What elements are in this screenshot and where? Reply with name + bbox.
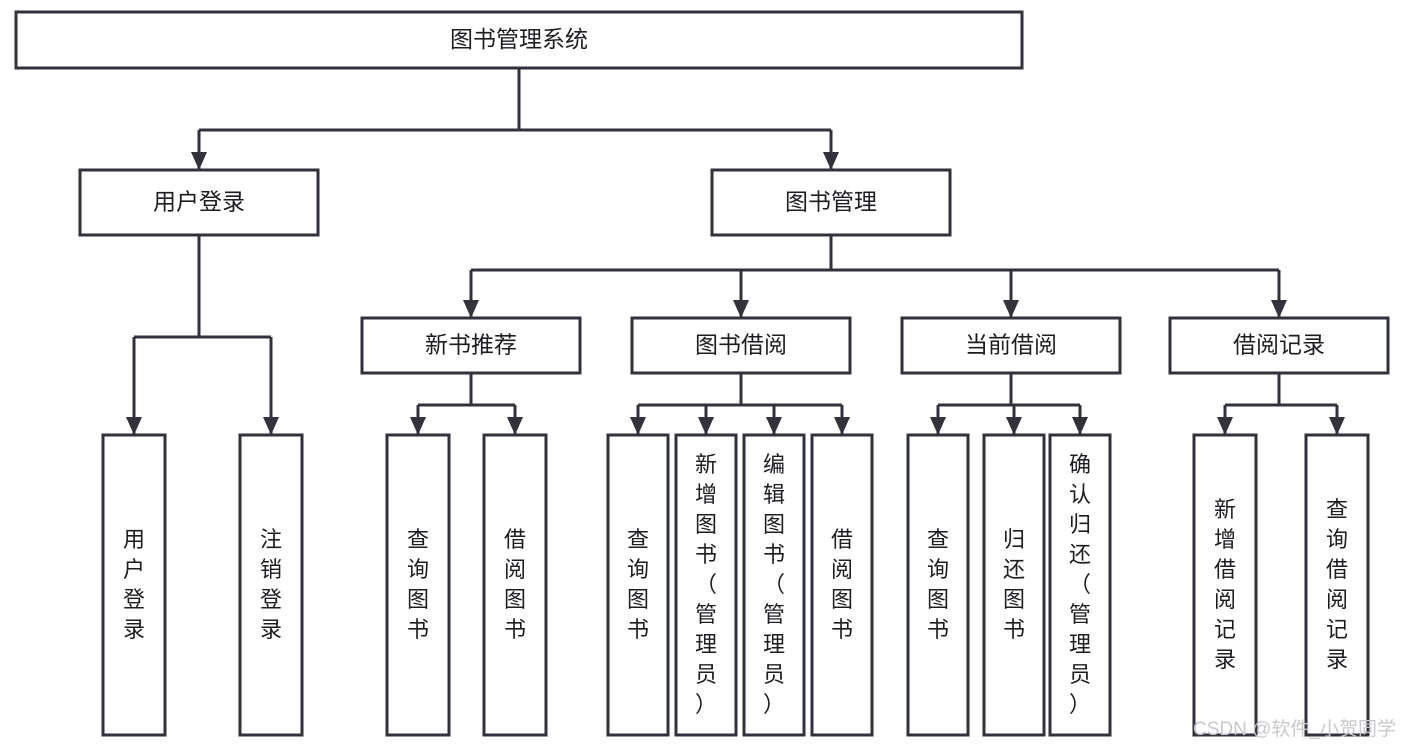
arrow-down-icon-bb-add-book bbox=[698, 417, 714, 435]
node-box-bb-borrow-book[interactable] bbox=[810, 433, 874, 737]
node-root[interactable]: 图书管理系统 bbox=[14, 10, 1024, 70]
node-current-borrow[interactable]: 当前借阅 bbox=[900, 316, 1122, 375]
node-box-borrow-record[interactable] bbox=[1168, 316, 1390, 375]
node-box-user-logout[interactable] bbox=[238, 433, 304, 737]
node-label-user-login-do: 用户登录 bbox=[123, 527, 145, 642]
arrow-down-icon-cb-return-book bbox=[1006, 417, 1022, 435]
node-label-user-login: 用户登录 bbox=[153, 189, 245, 215]
arrow-down-icon-bb-edit-book bbox=[766, 417, 782, 435]
node-br-add-record[interactable]: 新增借阅记录 bbox=[1192, 433, 1258, 737]
node-user-login[interactable]: 用户登录 bbox=[78, 168, 320, 237]
node-box-cb-return-book[interactable] bbox=[982, 433, 1046, 737]
node-cb-query-book[interactable]: 查询图书 bbox=[906, 433, 970, 737]
node-label-cb-return-book: 归还图书 bbox=[1003, 527, 1025, 642]
arrow-down-icon-user-login bbox=[191, 152, 207, 170]
node-new-book-recommend[interactable]: 新书推荐 bbox=[360, 316, 582, 375]
arrow-down-icon-user-login-do bbox=[126, 417, 142, 435]
node-user-logout[interactable]: 注销登录 bbox=[238, 433, 304, 737]
node-box-book-borrow[interactable] bbox=[630, 316, 852, 375]
node-label-nbr-query-book: 查询图书 bbox=[407, 527, 429, 642]
node-bb-query-book[interactable]: 查询图书 bbox=[606, 433, 670, 737]
arrow-down-icon-borrow-record bbox=[1271, 300, 1287, 318]
node-label-br-add-record: 新增借阅记录 bbox=[1214, 497, 1236, 672]
node-book-manage[interactable]: 图书管理 bbox=[710, 168, 952, 237]
node-bb-add-book[interactable]: 新增图书（管理员） bbox=[674, 433, 738, 737]
node-box-root[interactable] bbox=[14, 10, 1024, 70]
node-label-book-borrow: 图书借阅 bbox=[695, 332, 787, 358]
node-cb-return-book[interactable]: 归还图书 bbox=[982, 433, 1046, 737]
node-nbr-query-book[interactable]: 查询图书 bbox=[385, 433, 451, 737]
watermark-label: CSDN @软件_小贺同学 bbox=[1193, 718, 1396, 740]
node-box-cb-query-book[interactable] bbox=[906, 433, 970, 737]
arrow-down-icon-new-book-recommend bbox=[463, 300, 479, 318]
node-label-bb-add-book: 新增图书（管理员） bbox=[695, 452, 717, 717]
arrow-down-icon-nbr-query-book bbox=[410, 417, 426, 435]
node-label-book-manage: 图书管理 bbox=[785, 189, 877, 215]
node-br-query-record[interactable]: 查询借阅记录 bbox=[1304, 433, 1370, 737]
arrow-down-icon-book-borrow bbox=[733, 300, 749, 318]
node-label-current-borrow: 当前借阅 bbox=[965, 332, 1057, 358]
node-box-cb-confirm-return[interactable] bbox=[1048, 433, 1112, 737]
node-label-new-book-recommend: 新书推荐 bbox=[425, 332, 517, 358]
node-nbr-borrow-book[interactable]: 借阅图书 bbox=[482, 433, 548, 737]
arrow-down-icon-book-manage bbox=[823, 152, 839, 170]
node-box-nbr-query-book[interactable] bbox=[385, 433, 451, 737]
node-bb-borrow-book[interactable]: 借阅图书 bbox=[810, 433, 874, 737]
node-cb-confirm-return[interactable]: 确认归还（管理员） bbox=[1048, 433, 1112, 737]
node-label-cb-query-book: 查询图书 bbox=[927, 527, 949, 642]
node-book-borrow[interactable]: 图书借阅 bbox=[630, 316, 852, 375]
node-label-br-query-record: 查询借阅记录 bbox=[1326, 497, 1348, 672]
arrow-down-icon-bb-borrow-book bbox=[834, 417, 850, 435]
node-bb-edit-book[interactable]: 编辑图书（管理员） bbox=[742, 433, 806, 737]
node-box-br-add-record[interactable] bbox=[1192, 433, 1258, 737]
arrow-down-icon-br-add-record bbox=[1217, 417, 1233, 435]
node-label-root: 图书管理系统 bbox=[450, 26, 588, 52]
arrow-down-icon-user-logout bbox=[263, 417, 279, 435]
node-label-borrow-record: 借阅记录 bbox=[1233, 332, 1325, 358]
node-label-bb-borrow-book: 借阅图书 bbox=[831, 527, 853, 642]
node-box-user-login[interactable] bbox=[78, 168, 320, 237]
arrow-down-icon-bb-query-book bbox=[630, 417, 646, 435]
node-label-bb-query-book: 查询图书 bbox=[627, 527, 649, 642]
node-user-login-do[interactable]: 用户登录 bbox=[101, 433, 167, 737]
node-box-nbr-borrow-book[interactable] bbox=[482, 433, 548, 737]
arrow-down-icon-current-borrow bbox=[1003, 300, 1019, 318]
node-box-bb-add-book[interactable] bbox=[674, 433, 738, 737]
node-box-br-query-record[interactable] bbox=[1304, 433, 1370, 737]
node-label-bb-edit-book: 编辑图书（管理员） bbox=[763, 452, 785, 717]
arrow-down-icon-br-query-record bbox=[1329, 417, 1345, 435]
arrow-down-icon-nbr-borrow-book bbox=[507, 417, 523, 435]
node-label-cb-confirm-return: 确认归还（管理员） bbox=[1069, 452, 1091, 717]
node-box-bb-query-book[interactable] bbox=[606, 433, 670, 737]
arrow-down-icon-cb-confirm-return bbox=[1072, 417, 1088, 435]
node-label-nbr-borrow-book: 借阅图书 bbox=[504, 527, 526, 642]
node-borrow-record[interactable]: 借阅记录 bbox=[1168, 316, 1390, 375]
node-box-user-login-do[interactable] bbox=[101, 433, 167, 737]
arrow-down-icon-cb-query-book bbox=[930, 417, 946, 435]
node-label-user-logout: 注销登录 bbox=[260, 527, 282, 642]
